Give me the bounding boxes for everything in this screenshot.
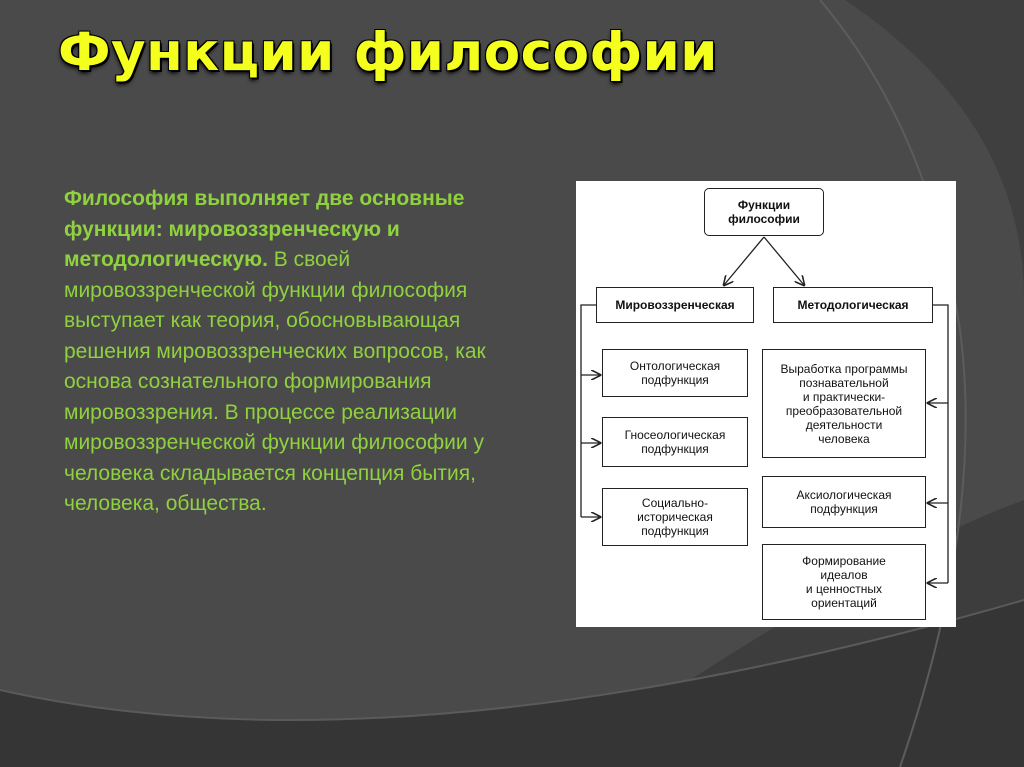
diagram-ideals-box: Формирование идеалов и ценностных ориент… (762, 544, 926, 620)
diagram-methodological-box: Методологическая (773, 287, 933, 323)
diagram-gnoseological-box: Гносеологическая подфункция (602, 417, 748, 467)
diagram-socio-historical-box: Социально- историческая подфункция (602, 488, 748, 546)
diagram-ontological-box: Онтологическая подфункция (602, 349, 748, 397)
slide-title: Функции философии (58, 22, 718, 83)
diagram-connectors (580, 236, 949, 627)
body-text-rest: В своей мировоззренческой функции филосо… (64, 248, 486, 515)
body-text: Философия выполняет две основные функции… (64, 184, 544, 520)
functions-diagram: Функции философии Мировоззренческая Мето… (576, 181, 956, 627)
diagram-axiological-box: Аксиологическая подфункция (762, 476, 926, 528)
body-text-lead: Философия выполняет две основные функции… (64, 187, 465, 271)
diagram-program-box: Выработка программы познавательной и пра… (762, 349, 926, 458)
diagram-root-box: Функции философии (704, 188, 824, 236)
diagram-worldview-box: Мировоззренческая (596, 287, 754, 323)
